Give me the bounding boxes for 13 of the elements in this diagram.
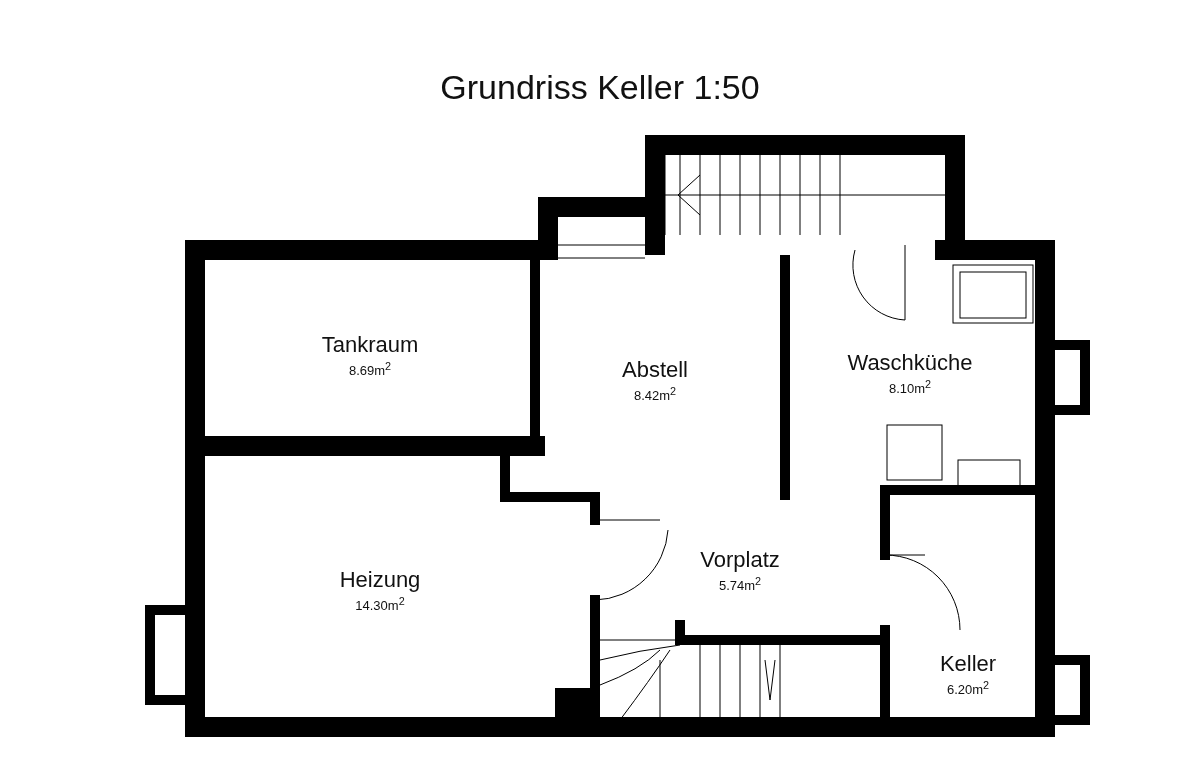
room-name: Tankraum	[321, 332, 419, 358]
room-area-label: 6.20m$^{2}$	[946, 679, 990, 698]
room-name: Abstell	[621, 357, 688, 383]
room-area-label: 8.69m$^{2}$	[348, 360, 392, 379]
room-area-label: 8.10m$^{2}$	[888, 378, 932, 397]
plan-title: Grundriss Keller 1:50	[440, 68, 760, 107]
room-name: Heizung	[339, 567, 421, 593]
room-name: Keller	[939, 651, 997, 677]
room-name: Vorplatz	[700, 547, 780, 573]
room-area-label: 8.42m$^{2}$	[633, 385, 677, 404]
room-area-label: 5.74m$^{2}$	[718, 575, 762, 594]
room-area-label: 14.30m$^{2}$	[355, 595, 405, 614]
room-name: Waschküche	[847, 350, 973, 376]
